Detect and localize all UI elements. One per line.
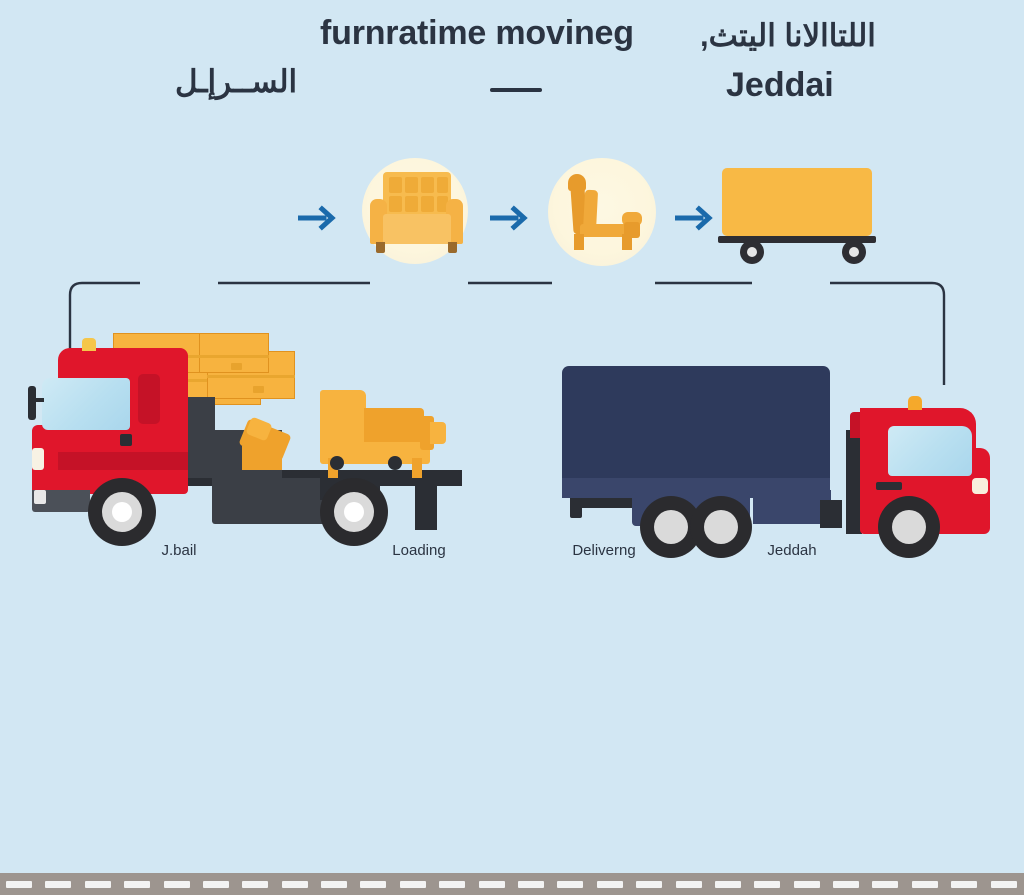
road: [0, 873, 1024, 895]
road-dash: [872, 881, 899, 888]
road-dash: [518, 881, 544, 888]
road-dash: [281, 881, 308, 888]
road-dash: [911, 881, 938, 888]
road-dash: [84, 881, 111, 888]
page-title-arabic: اللتاالانا اليتث,: [700, 18, 876, 53]
step-label-loading: Loading: [392, 542, 446, 559]
box-truck-with-navy-trailer: [548, 330, 1018, 560]
road-dash: [321, 881, 348, 888]
arrow-right-icon: [298, 205, 336, 231]
step-label-jeddah: Jeddah: [767, 542, 817, 559]
road-dash: [596, 881, 623, 888]
arrow-right-icon: [675, 205, 713, 231]
road-dash: [124, 881, 151, 888]
road-dash: [951, 881, 978, 888]
origin-label-arabic: الســرإـل: [175, 64, 298, 99]
road-dash: [675, 881, 702, 888]
road-dash: [557, 881, 584, 888]
road-dash: [6, 881, 32, 888]
road-dash: [714, 881, 741, 888]
road-dash: [636, 881, 663, 888]
process-icon-row: [0, 150, 1024, 405]
road-dash: [399, 881, 426, 888]
page-subtitle: Jeddai: [726, 66, 834, 104]
road-dash: [754, 881, 781, 888]
road-dash: [793, 881, 820, 888]
armchair-side-icon: [562, 174, 646, 252]
trailer-icon: [718, 168, 878, 264]
road-dash: [478, 881, 505, 888]
title-divider: [490, 88, 542, 92]
road-dash: [439, 881, 466, 888]
step-label-jubail: J.bail: [161, 542, 197, 559]
vehicle-scene: [0, 330, 1024, 895]
process-connector: J.bail Loading Deliverng Jeddah: [0, 265, 1024, 559]
page-title: furnratime movineg: [320, 14, 634, 52]
road-dash: [202, 881, 229, 888]
road-dash: [163, 881, 190, 888]
flatbed-truck-with-machinery: [20, 330, 470, 560]
step-label-delivering: Deliverng: [572, 542, 636, 559]
header: furnratime movineg اللتاالانا اليتث, Jed…: [0, 0, 1024, 130]
sofa-icon: [368, 172, 464, 254]
road-dash: [990, 881, 1017, 888]
arrow-right-icon: [490, 205, 528, 231]
road-dash: [45, 881, 72, 888]
road-dash: [242, 881, 269, 888]
road-dash: [360, 881, 387, 888]
road-dash: [833, 881, 860, 888]
